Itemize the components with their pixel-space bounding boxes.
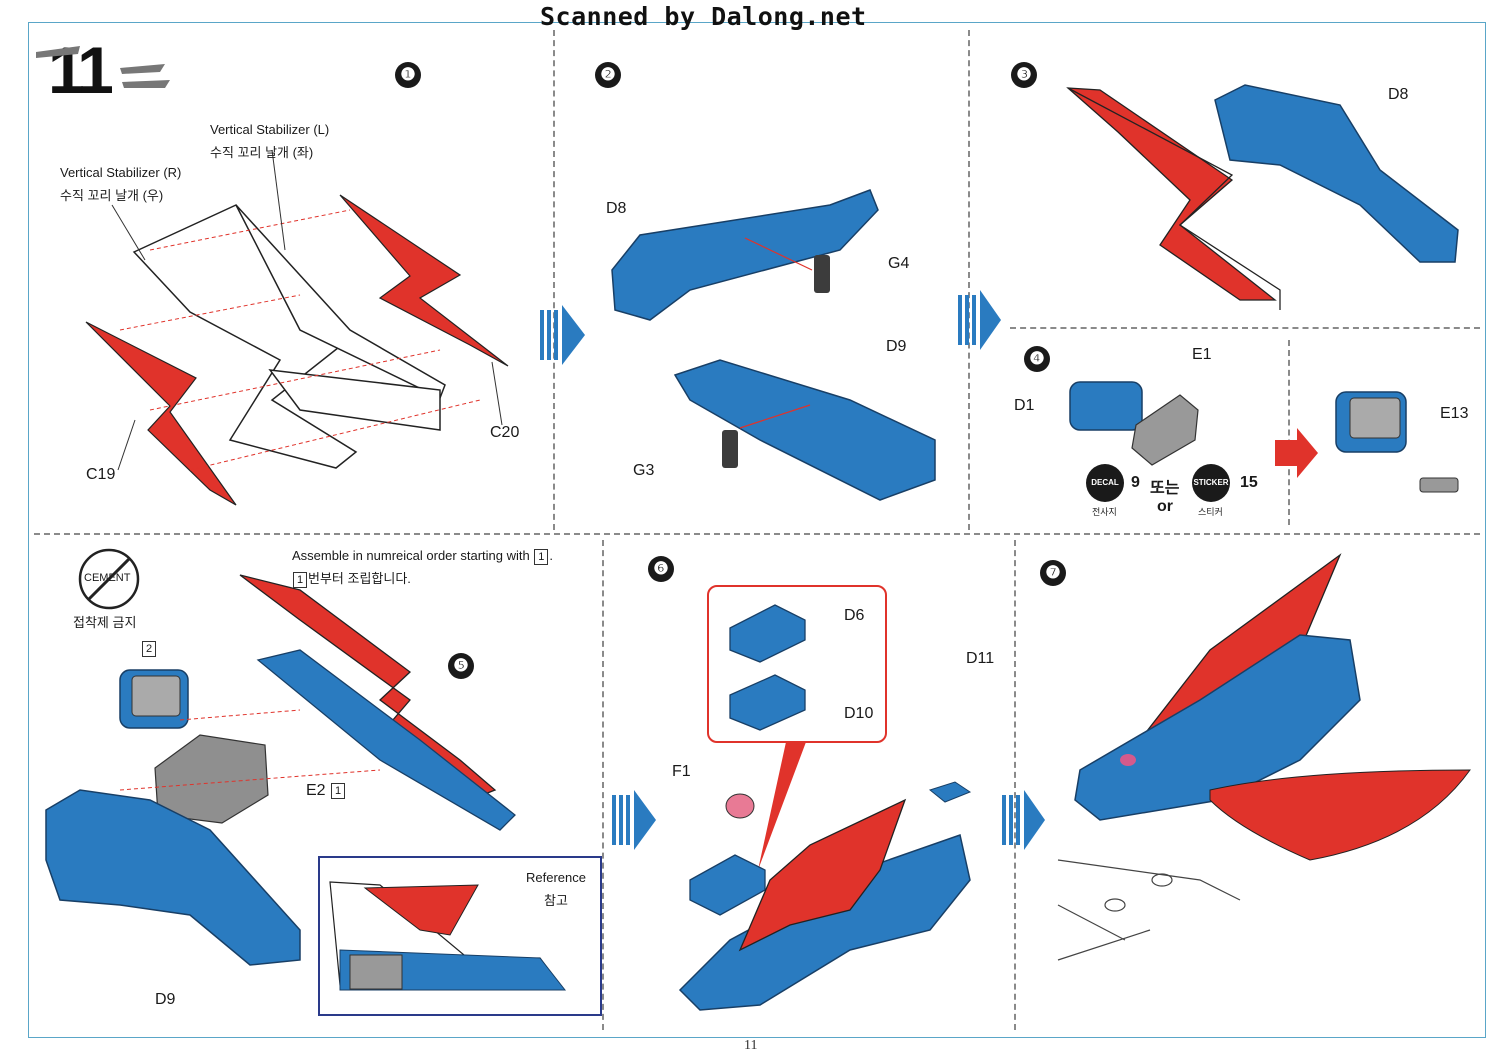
- panel2-d8-part: [611, 189, 879, 321]
- decal-badge: DECAL: [1086, 464, 1124, 502]
- panel1-guide-lines: [119, 209, 481, 471]
- page-frame: [28, 22, 1486, 1038]
- part-g4-label: G4: [888, 255, 910, 272]
- panel4-result-part: [1335, 391, 1407, 453]
- panel6-d11-part: [928, 781, 972, 803]
- panel5-e2-block: [154, 734, 269, 824]
- panel5-d9-body: [45, 789, 301, 966]
- panel2-g3-pin: [722, 430, 738, 468]
- decal-number: 9: [1131, 474, 1140, 491]
- panel7-red-tail: [1209, 769, 1471, 861]
- panel6-f1-cap: [725, 793, 755, 819]
- vs-right-label-en: Vertical Stabilizer (R): [60, 165, 182, 180]
- panel3-d8-label: D8: [1388, 86, 1409, 103]
- panel6-d6-part: [729, 604, 806, 663]
- panel5-small-part-2: [119, 669, 189, 729]
- flow-arrow-3: [612, 790, 656, 850]
- panel6-small-block: [689, 854, 766, 916]
- col-divider-4: [1014, 540, 1016, 1030]
- part-e13-label: E13: [1440, 405, 1469, 422]
- panel7-base-frame: [1057, 859, 1241, 961]
- part-f1-label: F1: [672, 763, 691, 780]
- panel3-4-divider: [1010, 327, 1480, 329]
- step-4-marker: ❹: [1024, 346, 1050, 372]
- part-g3-label: G3: [633, 462, 655, 479]
- panel2-arrows: [739, 237, 813, 429]
- part-d8-label: D8: [606, 200, 627, 217]
- reference-box: [318, 856, 602, 1016]
- step-1-marker: ❶: [395, 62, 421, 88]
- flow-arrow-4: [1002, 790, 1045, 850]
- step-2-marker: ❷: [595, 62, 621, 88]
- panel7-pink-peg: [1120, 754, 1136, 766]
- main-step-number: 11: [48, 33, 114, 107]
- part-e2-label: E2 1: [306, 782, 346, 800]
- panel5-fin-assembly: [239, 574, 516, 831]
- part-d10-label: D10: [844, 705, 874, 722]
- step-number-streaks: [36, 46, 170, 88]
- panel4-e1-part: [1131, 394, 1199, 466]
- part-d1-label: D1: [1014, 397, 1035, 414]
- row-divider: [34, 533, 1480, 535]
- panel6-d10-part: [729, 674, 806, 731]
- panel7-body: [1074, 634, 1361, 821]
- panel3-d8-body: [1214, 84, 1459, 263]
- part-c19-label: C19: [86, 466, 116, 483]
- red-result-arrow: [1275, 428, 1318, 478]
- part-d9-label: D9: [886, 338, 907, 355]
- panel2-d9-part: [673, 359, 936, 501]
- panel3-fin: [1066, 87, 1277, 301]
- sticker-badge-ko: 스티커: [1198, 507, 1223, 517]
- step-6-marker: ❻: [648, 556, 674, 582]
- step-3-marker: ❸: [1011, 62, 1037, 88]
- part-e1-label: E1: [1192, 346, 1212, 363]
- page-number: 11: [744, 1038, 758, 1053]
- panel5-no-cement-icon: [78, 548, 140, 610]
- flow-arrow-2: [958, 290, 1001, 350]
- vs-right-label-ko: 수직 꼬리 날개 (우): [60, 188, 164, 203]
- assembly-instruction-en: Assemble in numreical order starting wit…: [292, 548, 553, 565]
- reference-en-label: Reference: [526, 870, 586, 885]
- or-ko-label: 또는: [1150, 480, 1180, 497]
- panel4-d1-part: [1069, 381, 1143, 431]
- panel4-e13-part: [1419, 477, 1459, 493]
- or-en-label: or: [1157, 498, 1173, 515]
- order-box-2: 2: [141, 640, 157, 658]
- sub-assembly-callout: [707, 585, 887, 743]
- panel6-callout-pointer: [758, 742, 806, 870]
- no-cement-ko-label: 접착제 금지: [73, 615, 137, 630]
- vs-left-label-en: Vertical Stabilizer (L): [210, 122, 330, 137]
- part-d11-label: D11: [966, 650, 995, 667]
- panel5-guide-lines: [119, 709, 381, 791]
- panel1-red-fin-c20: [339, 194, 509, 367]
- part-d6-label: D6: [844, 607, 865, 624]
- sticker-badge: STICKER: [1192, 464, 1230, 502]
- col-divider-3: [602, 540, 604, 1030]
- flow-arrow-1: [540, 305, 585, 365]
- panel3-white-frame: [1067, 87, 1281, 310]
- col-divider-2: [968, 30, 970, 530]
- panel4-inner-divider: [1288, 340, 1290, 525]
- vs-left-label-ko: 수직 꼬리 날개 (좌): [210, 145, 314, 160]
- panel6-main-body: [678, 798, 971, 1011]
- panel1-stabilizer-white-r: [132, 204, 446, 469]
- col-divider-1: [553, 30, 555, 530]
- no-cement-icon-label: CEMENT: [84, 572, 131, 584]
- panel1-leader-lines: [111, 149, 503, 471]
- sticker-number: 15: [1240, 474, 1258, 491]
- panel1-red-fin-c19: [85, 321, 237, 506]
- step-7-marker: ❼: [1040, 560, 1066, 586]
- scan-watermark: Scanned by Dalong.net: [540, 2, 867, 31]
- decal-badge-ko: 전사지: [1092, 507, 1117, 517]
- panel2-g4-pin: [814, 255, 830, 293]
- part-c20-label: C20: [490, 424, 520, 441]
- panel5-d9-label: D9: [155, 991, 176, 1008]
- panel5-reference-drawing: [329, 881, 567, 991]
- reference-ko-label: 참고: [544, 893, 568, 908]
- step-5-marker: ❺: [448, 653, 474, 679]
